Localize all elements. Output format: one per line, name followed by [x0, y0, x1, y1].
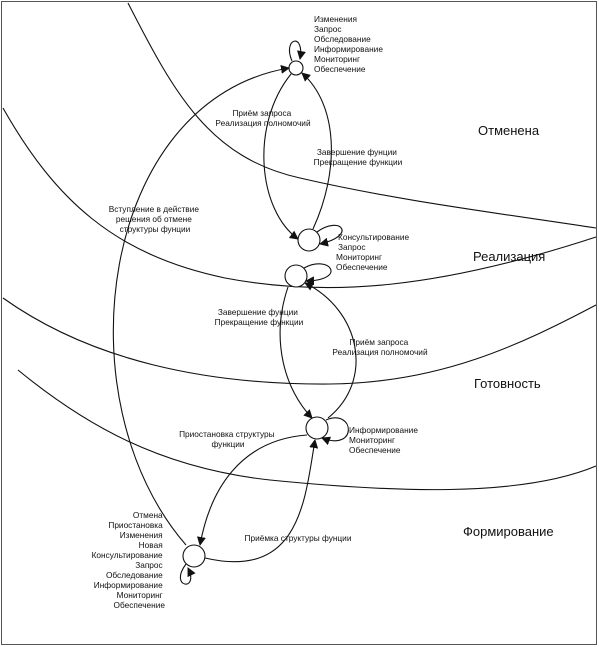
transition-label-impl-to-top: Завершение фунции Прекращение функции — [314, 147, 403, 167]
boundary-curve-1 — [127, 2, 597, 229]
arrow-form-to-top — [112, 64, 290, 546]
arrow-form-to-ready — [204, 439, 319, 563]
state-top-labels: Изменения Запрос Обследование Информиров… — [314, 14, 385, 74]
boundary-curve-3 — [2, 297, 597, 385]
state-ready-labels: Информирование Мониторинг Обеспечение — [349, 425, 420, 455]
boundary-curve-4 — [17, 369, 597, 491]
self-loop-readiness — [321, 417, 349, 446]
arrow-ready-to-impl — [304, 282, 357, 419]
arrow-ready-to-form — [197, 434, 308, 546]
transition-label-ready-to-impl: Приём запроса Реализация полномочий — [332, 337, 428, 357]
region-implementation-label: Реализация — [473, 249, 545, 264]
state-node-cancelled[interactable] — [288, 60, 304, 76]
state-impl-upper-labels: Консультирование — [338, 232, 409, 242]
self-loop-cancelled — [289, 40, 306, 62]
state-node-implementation-upper[interactable] — [297, 228, 321, 252]
state-impl-lower-labels: Запрос Мониторинг Обеспечение — [336, 242, 388, 272]
transition-label-impl-to-ready: Завершение фунции Прекращение функции — [215, 307, 304, 327]
region-formation-label: Формирование — [463, 524, 554, 539]
state-node-readiness[interactable] — [305, 416, 329, 440]
transition-label-ready-to-form: Приостановка структуры функции — [179, 429, 277, 449]
region-readiness-label: Готовность — [474, 376, 541, 391]
state-node-implementation-lower[interactable] — [284, 264, 308, 288]
self-loop-formation — [179, 563, 196, 585]
arrow-impl-to-top — [301, 72, 332, 230]
state-form-labels: Отмена Приостановка Изменения Новая Конс… — [92, 510, 166, 610]
self-loop-implementation-upper — [316, 224, 343, 247]
self-loop-implementation-lower — [303, 263, 332, 286]
arrow-top-to-impl — [263, 73, 299, 240]
arrow-impl-to-ready — [279, 286, 313, 419]
transition-label-form-to-top: Вступление в действие решения об отмене … — [109, 204, 202, 234]
boundary-curve-2 — [2, 107, 597, 289]
state-node-formation[interactable] — [182, 544, 206, 568]
region-cancelled-label: Отменена — [478, 123, 540, 138]
transition-label-form-to-ready: Приёмка структуры фунции — [245, 533, 352, 543]
transition-label-top-to-impl: Приём запроса Реализация полномочий — [215, 108, 311, 128]
